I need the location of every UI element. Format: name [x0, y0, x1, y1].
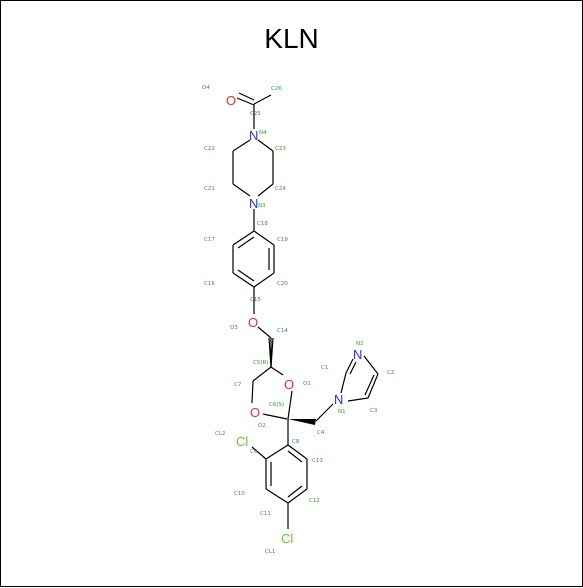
label-c10: C10 [234, 491, 245, 497]
label-c3: C3 [370, 408, 378, 414]
bond-ring2-inner-c [287, 450, 303, 463]
label-c2: C2 [387, 370, 394, 376]
label-c8: C8 [292, 439, 300, 445]
bonds [232, 92, 379, 529]
atom-n2: N [353, 347, 362, 362]
bond-c2-c3 [367, 373, 379, 399]
atom-o2: O [250, 405, 260, 420]
label-cl1: CL1 [265, 549, 275, 555]
label-c20: C20 [277, 281, 288, 287]
bond-o4-c25 [236, 97, 255, 106]
label-c25: C25 [250, 111, 261, 117]
bond-o2-c6 [262, 413, 288, 420]
atom-n3: N [249, 196, 258, 211]
bond-n4-c23 [257, 139, 274, 152]
label-c21: C21 [204, 186, 215, 192]
bond-c3-n1 [347, 397, 369, 402]
bond-ring1-inner-a [237, 236, 255, 249]
bond-c18-c19 [253, 230, 275, 246]
bond-c8-c9 [265, 444, 289, 460]
bond-o4-c25-double [238, 92, 255, 101]
bond-c16-c15 [232, 272, 255, 288]
bond-c2-c3-double [364, 374, 375, 396]
atom-n1: N [334, 392, 343, 407]
label-o1: O1 [303, 381, 311, 387]
bond-ring2-inner-b [287, 485, 303, 498]
label-c12: C12 [309, 498, 320, 504]
label-c16: C16 [204, 281, 215, 287]
atom-o1: O [284, 377, 294, 392]
label-o2: O2 [258, 423, 266, 429]
bond-c6-c4-wedge [288, 419, 316, 425]
heteroatom-symbols: O N N O O O N N Cl Cl [226, 93, 362, 546]
label-c17: C17 [204, 237, 215, 243]
label-c22: C22 [204, 146, 215, 152]
bond-c18-c17 [232, 230, 255, 246]
atom-cl1: Cl [281, 531, 293, 546]
label-o3: O3 [230, 325, 238, 331]
bond-c12-c11 [287, 488, 308, 504]
bond-c1-n2 [345, 358, 354, 374]
bond-c1-n2-double [349, 361, 357, 375]
bond-c14-c5-wedge-b [270, 337, 274, 368]
bond-n2-c2 [363, 355, 379, 375]
label-c11: C11 [260, 511, 271, 517]
bond-o3-c14 [257, 326, 272, 339]
bond-n4-c22 [232, 139, 251, 152]
atom-o3: O [248, 315, 258, 330]
bond-c24-n3 [257, 183, 274, 197]
label-c6: C6(S) [269, 402, 284, 408]
label-c14: C14 [277, 328, 288, 334]
label-c13: C13 [312, 458, 323, 464]
bond-c5-c7 [252, 366, 272, 382]
label-c15: C15 [250, 297, 261, 303]
label-c7: C7 [234, 382, 242, 388]
label-c24: C24 [275, 186, 286, 192]
molecule-title: KLN [264, 23, 319, 54]
label-c4: C4 [317, 430, 325, 436]
label-c18: C18 [257, 221, 268, 227]
bond-c21-n3 [232, 183, 251, 197]
bond-c5-o1 [270, 366, 284, 376]
atom-o4: O [226, 93, 236, 108]
bond-c4-n1 [315, 403, 334, 422]
bond-ring1-inner-c [237, 269, 255, 282]
bond-c20-c15 [253, 272, 275, 288]
bond-n1-c1 [340, 372, 347, 394]
label-cl2: CL2 [215, 431, 225, 437]
label-c23: C23 [275, 146, 286, 152]
label-n4: N4 [259, 130, 267, 136]
atom-labels: O4 C26 C25 N4 C22 C23 C21 C24 N3 C18 C17… [202, 85, 394, 555]
label-o4: O4 [202, 85, 210, 91]
label-c1: C1 [321, 365, 328, 371]
label-n1: N1 [338, 409, 346, 415]
atom-n4: N [249, 128, 258, 143]
label-c5: C5(R) [253, 360, 268, 366]
atom-cl2: Cl [236, 434, 248, 449]
label-c9: C9 [250, 449, 258, 455]
label-n3: N3 [258, 203, 266, 209]
bond-c9-cl2 [251, 446, 267, 460]
bond-o1-c6 [287, 390, 293, 420]
label-n2: N2 [356, 341, 364, 347]
bond-c8-c13 [287, 444, 308, 460]
label-c26: C26 [271, 86, 282, 92]
bond-c10-c11 [265, 488, 289, 504]
label-c19: C19 [277, 237, 288, 243]
bond-c25-c26 [253, 94, 272, 105]
bond-c14-c5-wedge [268, 337, 272, 368]
bond-c7-o2 [251, 380, 254, 404]
